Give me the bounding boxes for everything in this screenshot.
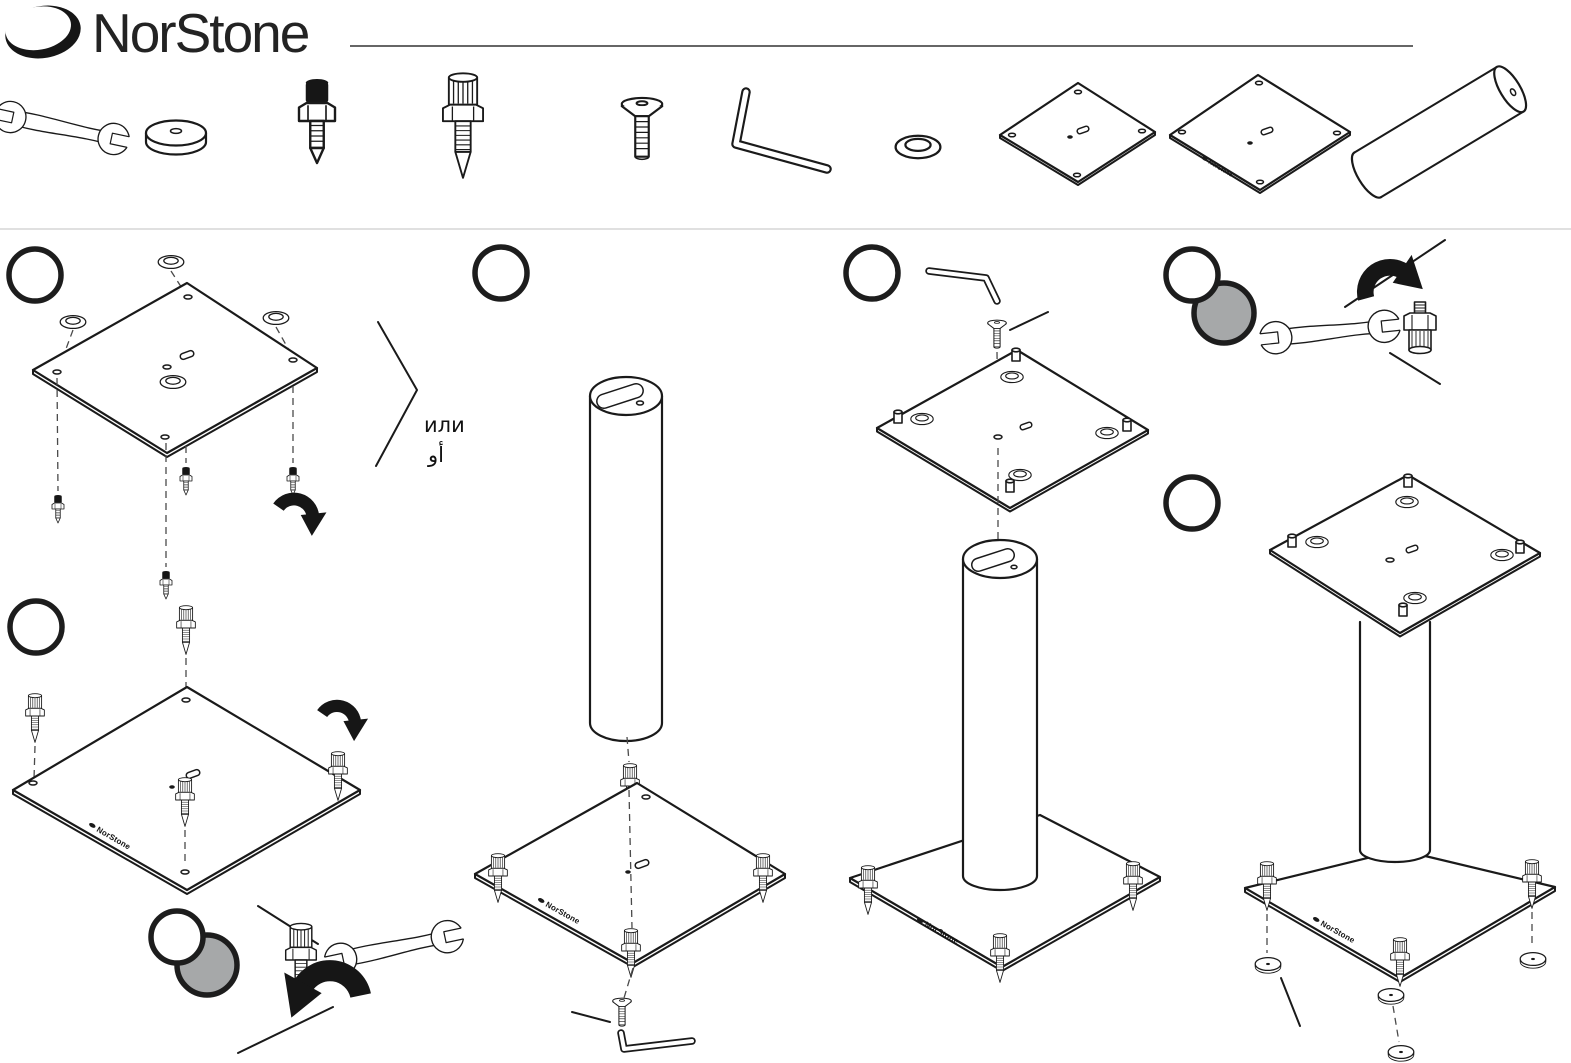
column-tube bbox=[961, 538, 1039, 892]
or-alternative: или أو bbox=[375, 321, 465, 467]
countersunk-screw-icon bbox=[620, 96, 664, 161]
column-tube bbox=[1358, 620, 1432, 864]
floor-spike-icon bbox=[441, 72, 485, 179]
or-label-arabic: أو bbox=[427, 441, 444, 467]
column-tube-icon bbox=[1350, 65, 1528, 199]
top-plate bbox=[1268, 473, 1542, 638]
rubber-disc-icon bbox=[144, 119, 208, 156]
step-badge bbox=[10, 601, 62, 653]
step-badge bbox=[1166, 477, 1218, 529]
step-panel-finished-stand: NorStone bbox=[1166, 473, 1557, 1062]
step-panel-top-plate bbox=[9, 249, 330, 600]
top-plate-icon bbox=[998, 81, 1157, 186]
spike-bolt-icon bbox=[297, 77, 337, 165]
leader-line bbox=[1280, 977, 1301, 1027]
wrench-icon bbox=[0, 97, 137, 159]
hex-key-icon bbox=[925, 267, 1001, 305]
hex-key-icon bbox=[731, 87, 832, 174]
step-badge bbox=[1166, 249, 1218, 301]
rotate-ccw-arrow-icon bbox=[278, 953, 375, 1029]
step-badge bbox=[151, 911, 203, 963]
dome-washer-icon bbox=[894, 134, 942, 160]
or-label-russian: или bbox=[424, 413, 465, 437]
step-badge bbox=[475, 247, 527, 299]
step-panel-column: NorStone bbox=[475, 247, 787, 1053]
norstone-ellipse-logo bbox=[5, 5, 81, 59]
step-panel-fix-top-plate: NorStone bbox=[846, 247, 1162, 983]
rotate-cw-arrow-icon bbox=[311, 694, 371, 744]
step-badge bbox=[9, 249, 61, 301]
parts-row: NorStone bbox=[0, 65, 1528, 199]
step-panel-base-plate: NorStone bbox=[10, 601, 471, 1054]
detail-tighten-spike bbox=[151, 905, 471, 1054]
rotate-cw-arrow-icon bbox=[267, 487, 330, 538]
header: NorStone bbox=[5, 2, 1413, 64]
column-tube bbox=[588, 375, 664, 743]
hex-key-icon bbox=[617, 1029, 696, 1053]
detail-tighten-nut bbox=[1166, 239, 1446, 385]
top-plate bbox=[31, 281, 319, 458]
wrench-icon bbox=[1253, 307, 1407, 357]
top-plate-underside bbox=[875, 348, 1150, 513]
brand-title: NorStone bbox=[92, 2, 309, 64]
step-badge bbox=[846, 247, 898, 299]
base-plate-icon: NorStone bbox=[1168, 73, 1352, 194]
